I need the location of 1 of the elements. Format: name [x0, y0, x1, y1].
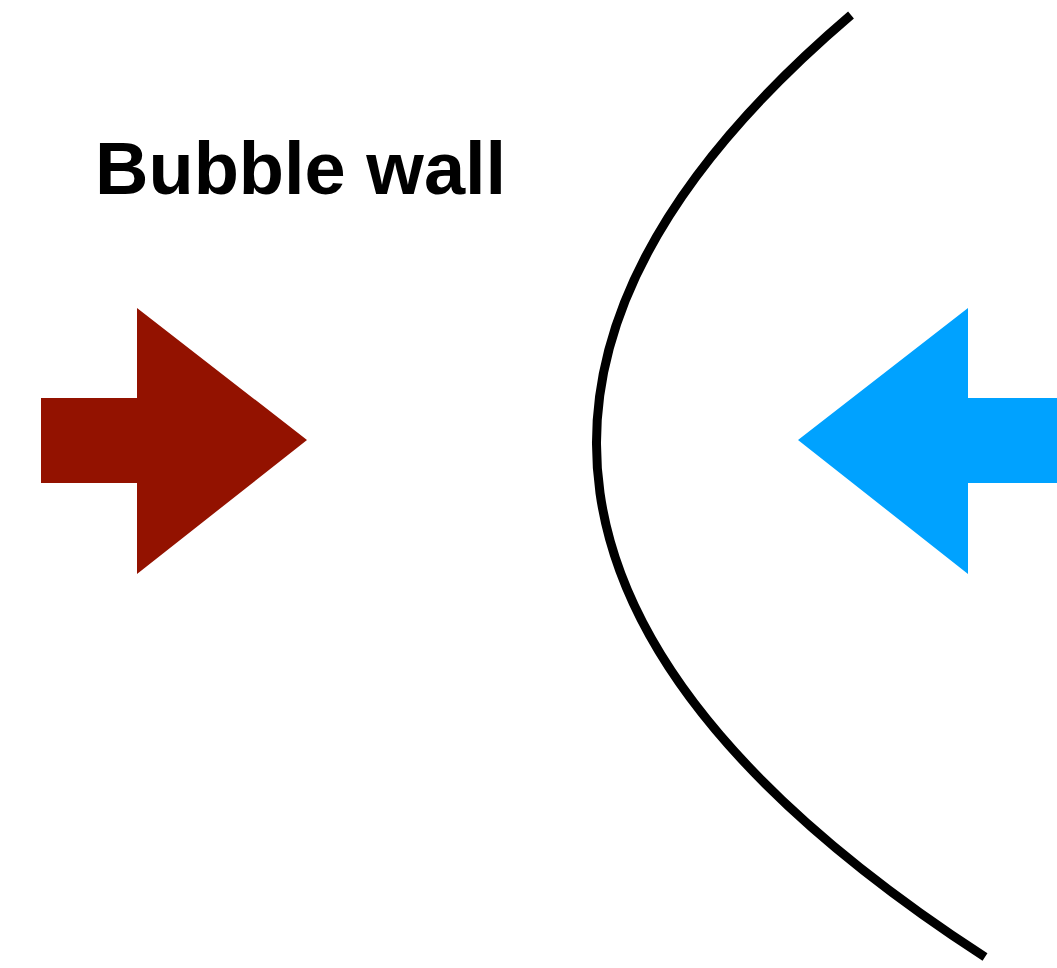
wall-label: Bubble wall	[95, 132, 507, 206]
